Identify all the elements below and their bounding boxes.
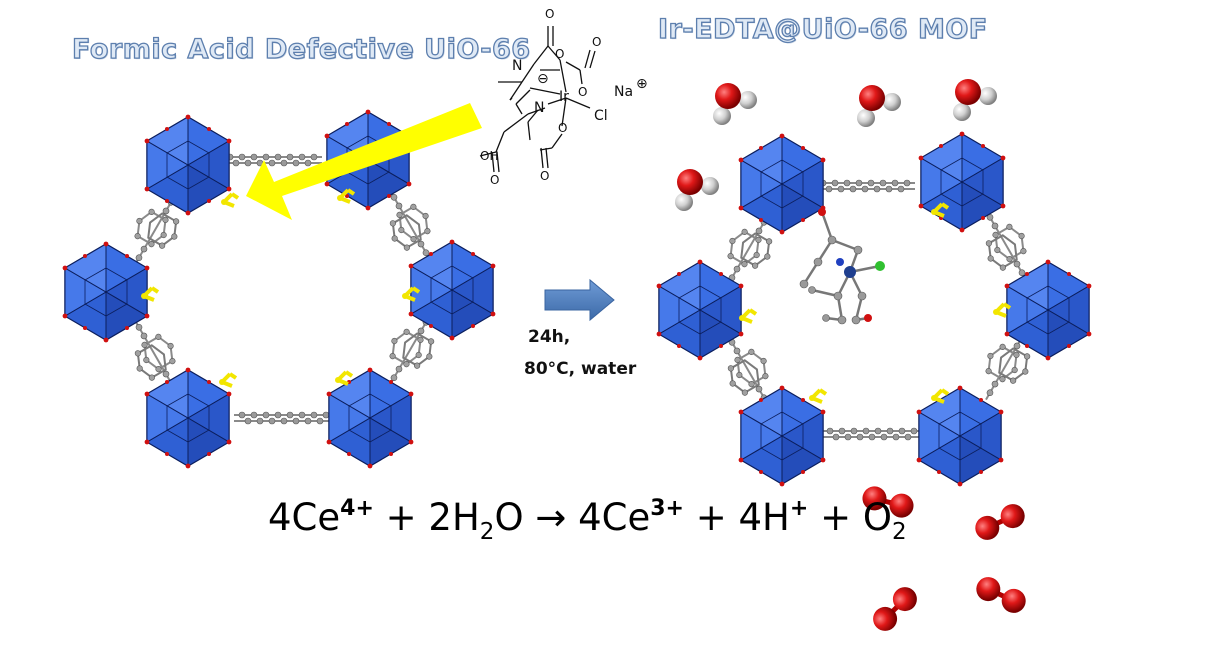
atom-label-ir: Ir <box>559 89 569 105</box>
title-ir-edta-uio66: Ir-EDTA@UiO-66 MOF <box>657 13 988 45</box>
eq-subscript: 2 <box>479 519 495 545</box>
eq-charge: 3+ <box>650 496 684 521</box>
title-defective-uio66: Formic Acid Defective UiO-66 <box>71 33 531 65</box>
charge-plus: ⊕ <box>636 76 648 92</box>
eq-charge: 4+ <box>340 496 374 521</box>
eq-reactant-ce: 4Ce <box>268 496 341 539</box>
linker-bottom <box>233 411 335 425</box>
eq-plus: + <box>683 496 739 539</box>
atom-label-o: O <box>490 173 499 187</box>
ir-edta-structure <box>479 26 596 173</box>
formate-defect <box>217 372 238 388</box>
atom-label-o: O <box>555 47 564 61</box>
zr-cluster <box>915 384 1005 488</box>
linker-top <box>814 179 916 193</box>
linker-bottom <box>821 427 923 441</box>
encapsulated-ir-edta <box>799 208 885 325</box>
atom-label-na: Na <box>614 84 633 100</box>
zr-cluster <box>407 238 497 342</box>
atom-label-o: O <box>540 169 549 183</box>
atom-label-o: O <box>578 85 587 99</box>
reaction-temperature-solvent: 80°C, water <box>524 359 637 379</box>
eq-plus: + <box>373 496 429 539</box>
eq-reactant-water-o: O <box>494 496 524 539</box>
water-oxidation-equation: 4Ce4+ + 2H2O → 4Ce3+ + 4H+ + O2 <box>268 496 907 545</box>
eq-arrow: → <box>523 496 579 539</box>
eq-plus: + <box>808 496 863 539</box>
reaction-arrow <box>544 278 615 322</box>
oxygen-molecule <box>972 573 1029 617</box>
zr-cluster <box>143 366 233 470</box>
eq-subscript: 2 <box>891 519 907 545</box>
charge-minus: ⊖ <box>537 71 549 87</box>
water-molecule <box>711 81 759 127</box>
atom-label-n: N <box>534 100 544 116</box>
zr-cluster <box>737 132 827 236</box>
formate-defect <box>807 388 828 404</box>
atom-label-cl: Cl <box>594 108 608 124</box>
water-molecule <box>673 167 721 213</box>
atom-label-oh: OH <box>480 149 498 163</box>
insertion-arrow <box>246 103 482 220</box>
left-mof-framework <box>61 108 497 470</box>
zr-cluster <box>655 258 745 362</box>
eq-charge: + <box>789 496 809 521</box>
reaction-time: 24h, <box>528 327 571 347</box>
atom-label-o: O <box>558 121 567 135</box>
oxygen-molecule <box>868 582 922 636</box>
formate-defect <box>219 192 240 208</box>
eq-product-oxygen: O <box>862 496 892 539</box>
atom-label-o: O <box>545 7 554 21</box>
eq-product-ce: 4Ce <box>578 496 651 539</box>
atom-label-n: N <box>512 58 522 74</box>
linker-top <box>221 153 323 167</box>
right-mof-framework <box>655 130 1093 488</box>
water-molecule <box>951 77 999 123</box>
atom-label-o: O <box>592 35 601 49</box>
eq-product-proton: 4H <box>738 496 790 539</box>
oxygen-molecule <box>971 500 1028 544</box>
water-molecule <box>855 83 903 129</box>
ir-edta-labels: O O O N ⊖ O Ir Na ⊕ N Cl O OH O O <box>480 7 648 187</box>
zr-cluster <box>143 113 233 217</box>
eq-reactant-water: 2H <box>428 496 480 539</box>
